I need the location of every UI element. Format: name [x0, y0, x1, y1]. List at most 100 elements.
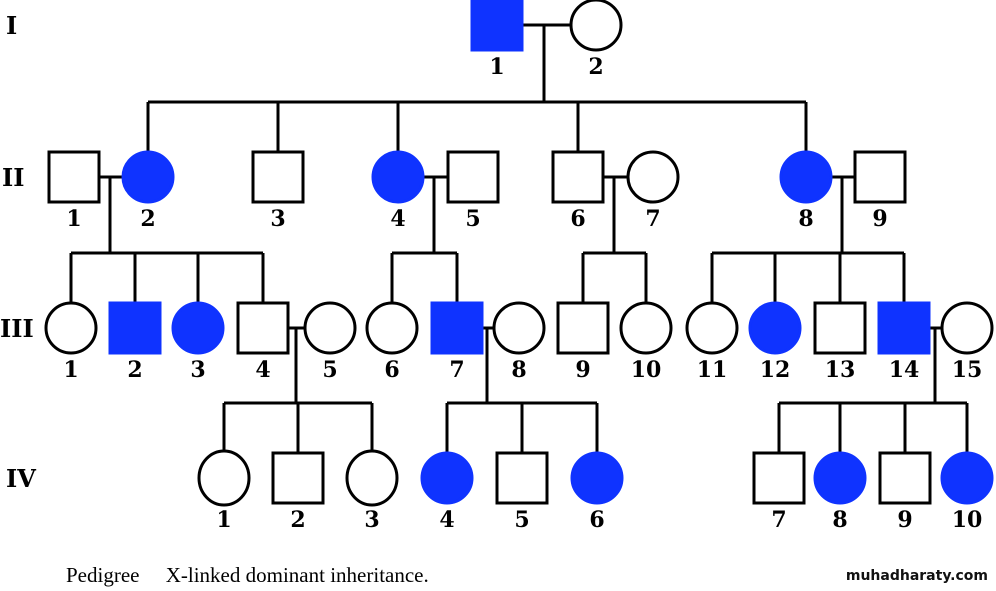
individual-number: 9 [897, 507, 912, 533]
individual-II-4: 4 [371, 150, 425, 232]
affected-male-square [470, 0, 524, 52]
unaffected-male-square [556, 301, 610, 355]
individual-II-8: 8 [779, 150, 833, 232]
unaffected-female-circle [492, 301, 546, 355]
individual-number: 13 [825, 357, 856, 383]
individual-number: 1 [216, 507, 231, 533]
individual-III-2: 2 [108, 301, 162, 383]
individual-number: 7 [771, 507, 786, 533]
unaffected-female-circle [685, 301, 739, 355]
unaffected-female-circle [345, 449, 399, 507]
individual-III-7: 7 [430, 301, 484, 383]
individual-number: 5 [322, 357, 337, 383]
unaffected-female-circle [940, 301, 994, 355]
unaffected-female-circle [569, 0, 623, 52]
individual-III-13: 13 [813, 301, 867, 383]
individual-number: 14 [889, 357, 920, 383]
caption-prefix: Pedigree [66, 563, 140, 587]
individual-III-9: 9 [556, 301, 610, 383]
individual-number: 3 [190, 357, 205, 383]
unaffected-male-square [495, 451, 549, 505]
individual-III-15: 15 [940, 301, 994, 383]
individual-II-2: 2 [121, 150, 175, 232]
individual-II-3: 3 [251, 150, 305, 232]
unaffected-male-square [878, 451, 932, 505]
individual-IV-5: 5 [495, 451, 549, 533]
individual-number: 11 [697, 357, 728, 383]
individual-IV-2: 2 [271, 451, 325, 533]
individual-III-3: 3 [171, 301, 225, 383]
individual-IV-10: 10 [940, 451, 994, 533]
individual-number: 5 [514, 507, 529, 533]
individual-number: 7 [449, 357, 464, 383]
individual-number: 15 [952, 357, 983, 383]
relationship-lines [69, 23, 969, 453]
affected-male-square [877, 301, 931, 355]
individual-number: 4 [390, 206, 405, 232]
affected-female-circle [779, 150, 833, 204]
generation-label: III [0, 314, 34, 343]
individual-number: 2 [127, 357, 142, 383]
individual-number: 9 [872, 206, 887, 232]
unaffected-male-square [236, 301, 290, 355]
individual-III-11: 11 [685, 301, 739, 383]
caption-text: X-linked dominant inheritance. [165, 563, 429, 587]
individual-III-5: 5 [303, 301, 357, 383]
individual-number: 3 [364, 507, 379, 533]
individual-number: 4 [255, 357, 270, 383]
individual-number: 2 [140, 206, 155, 232]
generation-label: I [6, 11, 17, 40]
individual-III-14: 14 [877, 301, 931, 383]
unaffected-male-square [251, 150, 305, 204]
unaffected-male-square [752, 451, 806, 505]
individual-number: 12 [760, 357, 791, 383]
individual-number: 2 [290, 507, 305, 533]
individual-number: 6 [570, 206, 585, 232]
affected-female-circle [371, 150, 425, 204]
unaffected-female-circle [303, 301, 357, 355]
unaffected-male-square [271, 451, 325, 505]
unaffected-female-circle [197, 449, 251, 507]
individual-II-6: 6 [551, 150, 605, 232]
individual-number: 7 [645, 206, 660, 232]
individual-III-1: 1 [44, 301, 98, 383]
unaffected-female-circle [365, 301, 419, 355]
individual-number: 2 [588, 54, 603, 80]
individual-number: 8 [511, 357, 526, 383]
individual-IV-6: 6 [570, 451, 624, 533]
affected-female-circle [570, 451, 624, 505]
affected-female-circle [171, 301, 225, 355]
individual-number: 10 [952, 507, 983, 533]
individual-III-12: 12 [748, 301, 802, 383]
unaffected-male-square [551, 150, 605, 204]
generation-label: II [2, 163, 24, 192]
individual-number: 1 [66, 206, 81, 232]
individual-number: 5 [465, 206, 480, 232]
individual-III-4: 4 [236, 301, 290, 383]
individual-II-1: 1 [47, 150, 101, 232]
individual-II-5: 5 [446, 150, 500, 232]
individual-number: 8 [798, 206, 813, 232]
affected-male-square [430, 301, 484, 355]
individual-IV-4: 4 [420, 451, 474, 533]
individual-number: 1 [489, 54, 504, 80]
individual-number: 1 [63, 357, 78, 383]
individual-number: 6 [384, 357, 399, 383]
affected-male-square [108, 301, 162, 355]
generation-label: IV [6, 464, 36, 493]
watermark: muhadharaty.com [845, 568, 988, 584]
individual-number: 10 [631, 357, 662, 383]
unaffected-male-square [853, 150, 907, 204]
unaffected-male-square [446, 150, 500, 204]
affected-female-circle [813, 451, 867, 505]
affected-female-circle [121, 150, 175, 204]
individual-IV-8: 8 [813, 451, 867, 533]
individual-IV-7: 7 [752, 451, 806, 533]
figure-caption: Pedigree X-linked dominant inheritance. [66, 563, 429, 588]
individual-I-1: 1 [470, 0, 524, 80]
individual-number: 8 [832, 507, 847, 533]
individual-number: 6 [589, 507, 604, 533]
individual-number: 9 [575, 357, 590, 383]
